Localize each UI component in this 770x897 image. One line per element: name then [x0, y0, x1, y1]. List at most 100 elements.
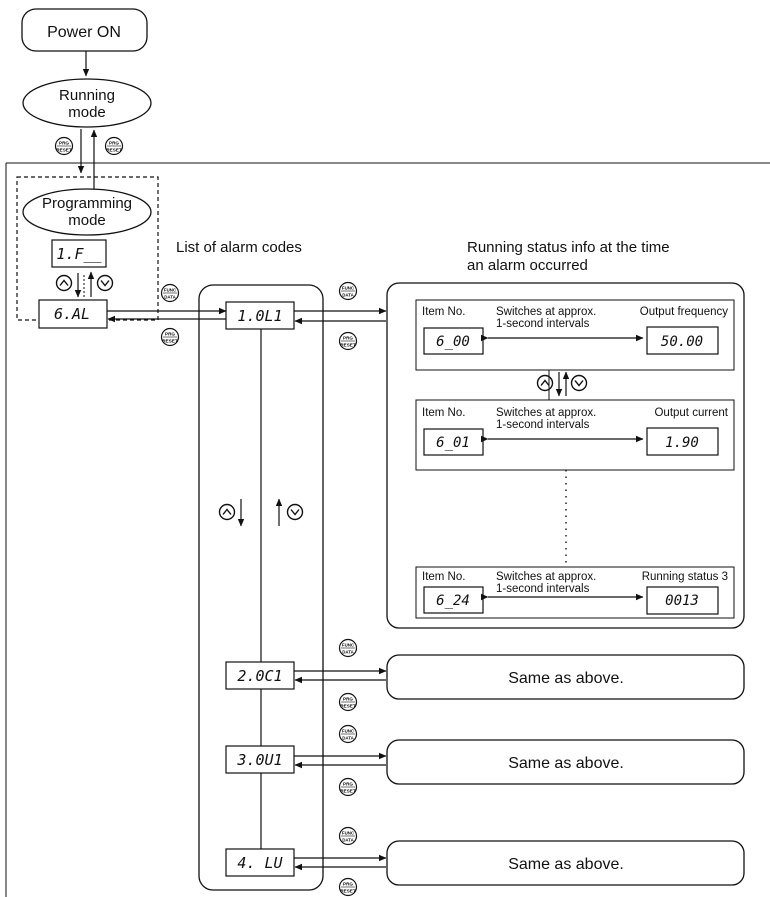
func-data-key-icon: FUNC DATA — [338, 281, 358, 301]
same-as-above-text-2: Same as above. — [508, 670, 624, 687]
power-on-label: Power ON — [47, 24, 121, 41]
programming-mode-ellipse — [22, 188, 152, 236]
prg-key-top: PRG — [165, 332, 175, 337]
alarm-display-2 — [225, 661, 295, 690]
programming-mode-region — [16, 176, 159, 321]
prg-key-bottom: RESET — [106, 148, 122, 153]
item-no-label: Item No. — [422, 306, 465, 318]
menu-display-6al — [38, 299, 108, 329]
value-display-text: 1.90 — [665, 435, 699, 451]
status-row-3: Item No. Switches at approx. 1-second in… — [415, 566, 735, 619]
alarm-code-2: 2.0C1 — [237, 667, 282, 685]
prg-key-top: PRG — [109, 141, 119, 146]
same-as-above-box-2 — [386, 654, 745, 700]
running-mode-ellipse — [22, 78, 152, 128]
down-key-icon — [96, 274, 114, 292]
value-display-text: 0013 — [665, 593, 699, 609]
switch-text-line1: Switches at approx. — [496, 306, 596, 318]
down-key-icon — [286, 503, 304, 521]
status-info-heading-line1: Running status info at the time — [467, 239, 670, 256]
item-no-display — [423, 327, 484, 355]
func-key-top: FUNC — [342, 286, 355, 291]
func-key-top: FUNC — [342, 729, 355, 734]
prg-reset-key-icon: PRG RESET — [338, 331, 358, 351]
status-row-2: Item No. Switches at approx. 1-second in… — [415, 399, 735, 471]
switch-text-line2: 1-second intervals — [496, 419, 590, 431]
prg-key-bottom: RESET — [340, 343, 356, 348]
value-display — [646, 586, 719, 615]
func-key-top: FUNC — [164, 288, 177, 293]
func-data-key-icon: FUNC DATA — [338, 638, 358, 658]
menu-display-1f — [51, 239, 107, 268]
func-key-top: FUNC — [342, 643, 355, 648]
same-as-above-box-3 — [386, 739, 745, 785]
status-info-box — [386, 282, 745, 629]
status-row-1: Item No. Switches at approx. 1-second in… — [415, 299, 735, 371]
alarm-code-4: 4. LU — [237, 854, 283, 872]
prg-key-bottom: RESET — [56, 148, 72, 153]
item-no-label: Item No. — [422, 407, 465, 419]
programming-mode-label-line1: Programming — [42, 195, 132, 212]
prg-key-bottom: RESET — [340, 704, 356, 709]
menu-display-1f-text: 1.F__ — [56, 245, 102, 263]
prg-reset-key-icon: PRG RESET — [338, 692, 358, 712]
item-no-display-text: 6_00 — [436, 334, 470, 350]
func-key-bottom: DATA — [342, 838, 354, 843]
value-display-text: 50.00 — [661, 334, 703, 350]
value-label: Running status 3 — [642, 571, 728, 583]
item-no-display-text: 6_01 — [436, 435, 470, 451]
prg-reset-key-icon: PRG RESET — [338, 777, 358, 797]
alarm-display-1 — [225, 301, 295, 330]
power-on-box — [21, 8, 148, 52]
switch-text-line1: Switches at approx. — [496, 407, 596, 419]
item-no-display-text: 6_24 — [436, 593, 470, 609]
value-label: Output frequency — [640, 306, 728, 318]
status-info-heading-line2: an alarm occurred — [467, 257, 588, 274]
item-no-display — [423, 586, 484, 614]
up-key-icon — [536, 374, 554, 392]
alarm-code-1: 1.0L1 — [237, 307, 282, 325]
switch-text-line1: Switches at approx. — [496, 571, 596, 583]
prg-reset-key-icon: PRG RESET — [338, 877, 358, 897]
programming-mode-label-line2: mode — [68, 212, 106, 229]
func-key-top: FUNC — [342, 831, 355, 836]
same-as-above-box-4 — [386, 840, 745, 886]
prg-key-top: PRG — [343, 697, 353, 702]
up-key-icon — [55, 274, 73, 292]
func-key-bottom: DATA — [342, 293, 354, 298]
running-mode-label-line2: mode — [68, 104, 106, 121]
prg-key-bottom: RESET — [162, 339, 178, 344]
prg-key-top: PRG — [343, 882, 353, 887]
switch-text-line2: 1-second intervals — [496, 318, 590, 330]
prg-reset-key-icon: PRG RESET — [54, 136, 74, 156]
func-data-key-icon: FUNC DATA — [338, 826, 358, 846]
switch-text-line2: 1-second intervals — [496, 583, 590, 595]
prg-reset-key-icon: PRG RESET — [160, 327, 180, 347]
value-display — [646, 326, 719, 355]
down-key-icon — [570, 374, 588, 392]
prg-key-top: PRG — [59, 141, 69, 146]
func-data-key-icon: FUNC DATA — [338, 724, 358, 744]
alarm-code-3: 3.0U1 — [236, 751, 282, 769]
prg-key-bottom: RESET — [340, 889, 356, 894]
value-display — [646, 427, 719, 456]
func-key-bottom: DATA — [164, 295, 176, 300]
func-data-key-icon: FUNC DATA — [160, 283, 180, 303]
running-mode-label-line1: Running — [59, 87, 115, 104]
same-as-above-text-4: Same as above. — [508, 856, 624, 873]
prg-key-top: PRG — [343, 782, 353, 787]
func-key-bottom: DATA — [342, 650, 354, 655]
up-key-icon — [218, 503, 236, 521]
alarm-list-box — [198, 284, 324, 891]
item-no-label: Item No. — [422, 571, 465, 583]
func-key-bottom: DATA — [342, 736, 354, 741]
alarm-list-heading: List of alarm codes — [176, 239, 302, 256]
alarm-display-3 — [225, 745, 295, 774]
prg-key-bottom: RESET — [340, 789, 356, 794]
item-no-display — [423, 428, 484, 456]
prg-reset-key-icon: PRG RESET — [104, 136, 124, 156]
value-label: Output current — [654, 407, 728, 419]
prg-key-top: PRG — [343, 336, 353, 341]
alarm-display-4 — [225, 848, 295, 877]
